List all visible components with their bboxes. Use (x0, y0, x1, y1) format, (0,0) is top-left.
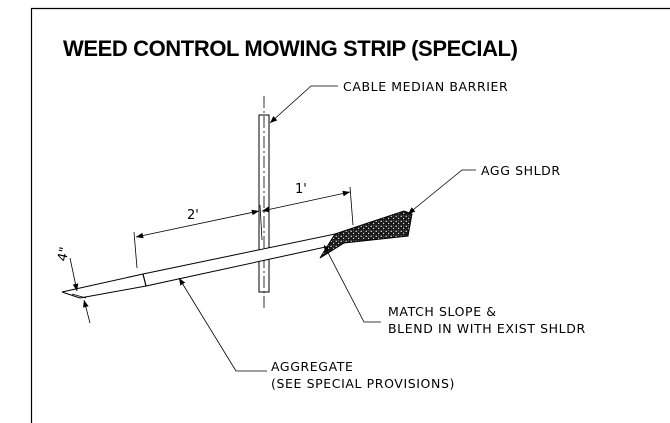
aggregate-shoulder (319, 210, 413, 259)
leader-match-slope: MATCH SLOPE & BLEND IN WITH EXIST SHLDR (323, 244, 586, 336)
dimension-1ft: 1' (261, 182, 354, 226)
label-cable-barrier: CABLE MEDIAN BARRIER (343, 79, 508, 94)
label-match-slope-line1: MATCH SLOPE & (388, 304, 497, 319)
label-agg-shldr: AGG SHLDR (481, 163, 561, 178)
label-match-slope-line2: BLEND IN WITH EXIST SHLDR (388, 321, 586, 336)
ground-end (61, 291, 81, 299)
dimension-2ft-label: 2' (187, 208, 199, 223)
dimension-4in: 4" (55, 246, 91, 324)
label-aggregate-line2: (SEE SPECIAL PROVISIONS) (271, 376, 455, 391)
label-aggregate-line1: AGGREGATE (271, 359, 354, 374)
existing-ground-line-lower (79, 285, 147, 299)
dimension-4in-label: 4" (55, 246, 73, 263)
leader-agg-shldr: AGG SHLDR (407, 163, 561, 215)
detail-title: WEED CONTROL MOWING STRIP (SPECIAL) (63, 36, 518, 61)
leader-cable-barrier: CABLE MEDIAN BARRIER (269, 79, 508, 124)
cable-barrier-post (258, 96, 270, 308)
mowing-strip-slab (142, 233, 346, 287)
dimension-2ft: 2' (133, 204, 263, 269)
leader-aggregate: AGGREGATE (SEE SPECIAL PROVISIONS) (178, 277, 455, 391)
dimension-1ft-label: 1' (295, 182, 307, 197)
